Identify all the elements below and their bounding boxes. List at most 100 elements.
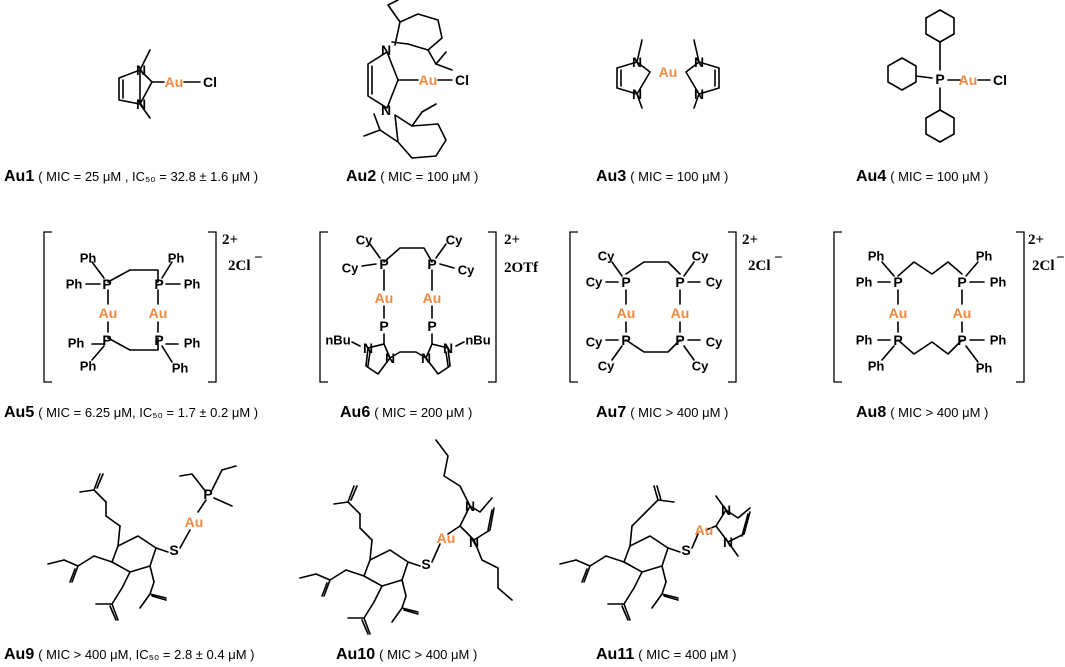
caption-au11-detail: ( MIC = 400 μM )	[638, 647, 737, 662]
au7-cy-3: Cy	[692, 249, 709, 264]
au5-gold-2: Au	[149, 305, 168, 321]
au7-cy-5: Cy	[586, 335, 603, 350]
au1-gold: Au	[165, 74, 184, 90]
au5-ph-3: Ph	[168, 251, 185, 266]
au3-n2: N	[632, 86, 642, 102]
au2-n1: N	[381, 42, 391, 58]
au2-structure: N N Au Cl	[363, 0, 469, 159]
au5-ph-1: Ph	[80, 251, 97, 266]
au7-cy-1: Cy	[598, 249, 615, 264]
au6-charge: 2+	[504, 232, 520, 248]
caption-au3-id: Au3	[596, 168, 627, 185]
au5-ph-5: Ph	[68, 336, 85, 351]
caption-au7: Au7( MIC > 400 μM )	[596, 404, 728, 422]
au7-p4: P	[675, 332, 684, 348]
au6-cy-4: Cy	[458, 263, 475, 278]
au1-n1: N	[136, 62, 146, 78]
au6-counterion: 2OTf	[504, 260, 539, 276]
au8-charge: 2+	[1028, 232, 1044, 248]
au5-p3: P	[102, 332, 111, 348]
au3-structure: N N N N Au	[616, 39, 720, 109]
au7-cy-7: Cy	[706, 335, 723, 350]
au5-charge: 2+	[222, 232, 238, 248]
caption-au7-id: Au7	[596, 404, 627, 421]
au4-chloride: Cl	[993, 72, 1007, 88]
au1-n2: N	[136, 96, 146, 112]
au6-p4: P	[427, 318, 436, 334]
au2-n2: N	[381, 102, 391, 118]
au8-ph-4: Ph	[990, 275, 1007, 290]
au5-ph-6: Ph	[80, 359, 97, 374]
au6-n2: N	[443, 340, 453, 356]
au7-counterion-sign: −	[774, 250, 783, 266]
au5-ph-4: Ph	[184, 277, 201, 292]
caption-au10-detail: ( MIC > 400 μM )	[379, 647, 478, 662]
au5-counterion: 2Cl	[228, 258, 251, 274]
au1-structure: N N Au Cl	[118, 49, 217, 119]
au5-structure: 2+ 2Cl − P P P P Au Au Ph Ph Ph Ph Ph Ph…	[43, 231, 263, 383]
au10-structure: S Au N N	[299, 439, 513, 635]
au9-sulfur: S	[169, 542, 178, 558]
au5-counterion-sign: −	[254, 250, 263, 266]
au5-ph-2: Ph	[66, 277, 83, 292]
au5-p4: P	[154, 332, 163, 348]
au8-p3: P	[893, 332, 902, 348]
au4-structure: P Au Cl	[887, 9, 1007, 143]
caption-au4-detail: ( MIC = 100 μM )	[890, 169, 989, 184]
caption-au7-detail: ( MIC > 400 μM )	[630, 405, 729, 420]
caption-au6: Au6( MIC = 200 μM )	[340, 404, 472, 422]
au6-cy-1: Cy	[356, 233, 373, 248]
caption-au6-id: Au6	[340, 404, 371, 421]
au8-p1: P	[893, 274, 902, 290]
caption-au9: Au9( MIC > 400 μM, IC₅₀ = 2.8 ± 0.4 μM )	[4, 646, 255, 664]
au8-structure: 2+ 2Cl − P P P P Au Au Ph Ph Ph Ph Ph Ph…	[833, 231, 1065, 383]
au6-n4: N	[421, 350, 431, 366]
au7-p2: P	[675, 274, 684, 290]
caption-au10: Au10( MIC > 400 μM )	[336, 646, 477, 664]
au7-gold-2: Au	[671, 305, 690, 321]
caption-au2-id: Au2	[346, 168, 377, 185]
au7-cy-2: Cy	[586, 275, 603, 290]
caption-au1-detail: ( MIC = 25 μM , IC₅₀ = 32.8 ± 1.6 μM )	[38, 169, 259, 184]
caption-au1-id: Au1	[4, 168, 35, 185]
caption-au2: Au2( MIC = 100 μM )	[346, 168, 478, 186]
au11-sulfur: S	[681, 542, 690, 558]
caption-au4: Au4( MIC = 100 μM )	[856, 168, 988, 186]
caption-au3-detail: ( MIC = 100 μM )	[630, 169, 729, 184]
au11-structure: S Au N N	[559, 485, 751, 621]
au3-n1: N	[632, 54, 642, 70]
au6-structure: 2+ 2OTf P P Au Au P P Cy Cy Cy Cy N N N …	[319, 231, 539, 383]
au6-p1: P	[379, 256, 388, 272]
au9-gold: Au	[185, 514, 204, 530]
au7-cy-6: Cy	[598, 359, 615, 374]
au6-gold-2: Au	[423, 290, 442, 306]
caption-au5-detail: ( MIC = 6.25 μM, IC₅₀ = 1.7 ± 0.2 μM )	[38, 405, 259, 420]
au10-gold: Au	[437, 530, 456, 546]
au10-sulfur: S	[421, 556, 430, 572]
au2-chloride: Cl	[455, 72, 469, 88]
au8-gold-1: Au	[889, 305, 908, 321]
caption-au8: Au8( MIC > 400 μM )	[856, 404, 988, 422]
caption-au4-id: Au4	[856, 168, 887, 185]
au8-ph-1: Ph	[868, 249, 885, 264]
au6-n1: N	[363, 340, 373, 356]
au7-cy-4: Cy	[706, 275, 723, 290]
au8-ph-5: Ph	[856, 333, 873, 348]
au11-n1: N	[721, 502, 731, 518]
au6-gold-1: Au	[375, 290, 394, 306]
au9-structure: S Au P	[47, 465, 237, 621]
au6-nbu-2: nBu	[465, 333, 490, 348]
au11-n2: N	[723, 534, 733, 550]
au8-counterion-sign: −	[1056, 250, 1065, 266]
caption-au2-detail: ( MIC = 100 μM )	[380, 169, 479, 184]
au6-cy-2: Cy	[342, 261, 359, 276]
au6-nbu-1: nBu	[325, 333, 350, 348]
caption-au9-id: Au9	[4, 646, 35, 663]
au4-gold: Au	[959, 72, 978, 88]
au8-ph-2: Ph	[856, 275, 873, 290]
caption-au10-id: Au10	[336, 646, 376, 663]
au8-ph-7: Ph	[990, 333, 1007, 348]
au7-p3: P	[621, 332, 630, 348]
caption-au1: Au1( MIC = 25 μM , IC₅₀ = 32.8 ± 1.6 μM …	[4, 168, 258, 186]
